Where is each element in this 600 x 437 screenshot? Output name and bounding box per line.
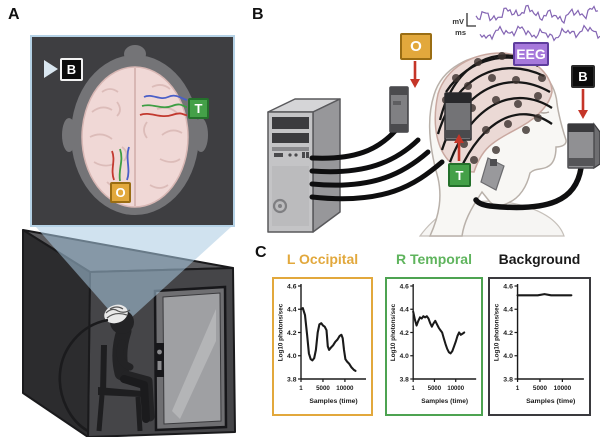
svg-text:Samples (time): Samples (time)	[526, 398, 575, 405]
temporal-plot-title: R Temporal	[396, 251, 472, 267]
brain-inset-panel	[30, 35, 235, 227]
panel-c-letter: C	[255, 244, 267, 261]
svg-text:Log10 photons/sec: Log10 photons/sec	[494, 303, 501, 361]
eeg-setup-illustration: mV ms	[267, 4, 600, 237]
svg-text:1: 1	[299, 385, 303, 392]
eeg-trace-2	[479, 24, 600, 42]
svg-text:5000: 5000	[316, 385, 330, 392]
svg-text:3.8: 3.8	[287, 376, 297, 383]
panel-b-occipital-tag: O	[400, 33, 432, 60]
eeg-tag: EEG	[513, 42, 549, 66]
arrow-down-icon	[410, 61, 420, 88]
svg-text:4.6: 4.6	[400, 283, 409, 290]
svg-text:4.2: 4.2	[287, 330, 297, 337]
panel-a-letter: A	[8, 6, 20, 23]
arrow-down-icon	[578, 89, 588, 119]
svg-text:3.8: 3.8	[503, 376, 513, 383]
svg-text:mV: mV	[452, 17, 464, 26]
occipital-wires	[111, 146, 130, 182]
svg-text:3.8: 3.8	[400, 376, 409, 383]
svg-text:10000: 10000	[336, 385, 354, 392]
svg-text:Samples (time): Samples (time)	[421, 398, 468, 405]
eeg-scalebar: mV ms	[452, 13, 476, 37]
occipital-plot-title: L Occipital	[286, 251, 359, 267]
panel-b-temporal-tag: T	[448, 163, 471, 187]
panel-a-occipital-tag: O	[110, 182, 131, 203]
pointer-triangle-icon	[44, 60, 58, 78]
svg-text:4.6: 4.6	[503, 283, 513, 290]
svg-text:1: 1	[516, 385, 520, 392]
occipital-line-chart: 3.8 4.0 4.2 4.4 4.6 1 5000 10000 Log10 photons/s…	[272, 277, 373, 416]
temporal-wires	[139, 94, 188, 118]
panel-a-background-tag: B	[60, 58, 83, 81]
svg-text:4.4: 4.4	[503, 307, 513, 314]
svg-text:5000: 5000	[533, 385, 548, 392]
svg-text:4.0: 4.0	[287, 353, 297, 360]
temporal-photodetector-device	[444, 92, 472, 141]
booth-door	[153, 285, 228, 432]
computer-tower	[267, 98, 341, 233]
seated-person	[58, 304, 155, 433]
svg-text:Log10 photons/sec: Log10 photons/sec	[278, 303, 285, 361]
background-photodetector-device	[473, 122, 600, 211]
svg-text:4.0: 4.0	[503, 353, 513, 360]
panel-b-background-tag: B	[571, 65, 595, 88]
svg-text:4.6: 4.6	[287, 283, 297, 290]
chin-strap	[480, 157, 505, 191]
svg-text:Samples (time): Samples (time)	[309, 398, 357, 405]
brain-topview-illustration	[62, 45, 208, 215]
occipital-photodetector-device	[389, 86, 409, 133]
eeg-trace-1	[475, 4, 599, 25]
background-plot-title: Background	[498, 251, 581, 267]
svg-text:Log10 photons/sec: Log10 photons/sec	[390, 303, 397, 361]
panel-b-letter: B	[252, 6, 264, 23]
brain-sulci	[89, 84, 183, 189]
svg-text:1: 1	[412, 385, 416, 392]
panel-a-temporal-tag: T	[188, 98, 209, 119]
background-line-chart: 3.8 4.0 4.2 4.4 4.6 1 5000 10000 Log10 photons/s…	[488, 277, 591, 416]
svg-text:4.2: 4.2	[400, 330, 409, 337]
svg-text:4.4: 4.4	[287, 307, 297, 314]
tower-cables	[309, 127, 445, 202]
temporal-line-chart: 3.8 4.0 4.2 4.4 4.6 1 5000 10000 Log10 photons/s…	[385, 277, 483, 416]
magnifier-beam	[36, 227, 231, 318]
svg-text:4.0: 4.0	[400, 353, 409, 360]
svg-text:4.2: 4.2	[503, 330, 513, 337]
booth-illustration	[22, 227, 236, 437]
cap-cable	[58, 318, 109, 433]
svg-text:10000: 10000	[554, 385, 572, 392]
door-handle	[155, 343, 164, 377]
arrow-up-icon	[454, 134, 464, 161]
svg-text:ms: ms	[455, 28, 466, 37]
svg-text:4.4: 4.4	[400, 306, 409, 313]
svg-text:10000: 10000	[447, 385, 464, 392]
svg-text:5000: 5000	[428, 385, 442, 392]
